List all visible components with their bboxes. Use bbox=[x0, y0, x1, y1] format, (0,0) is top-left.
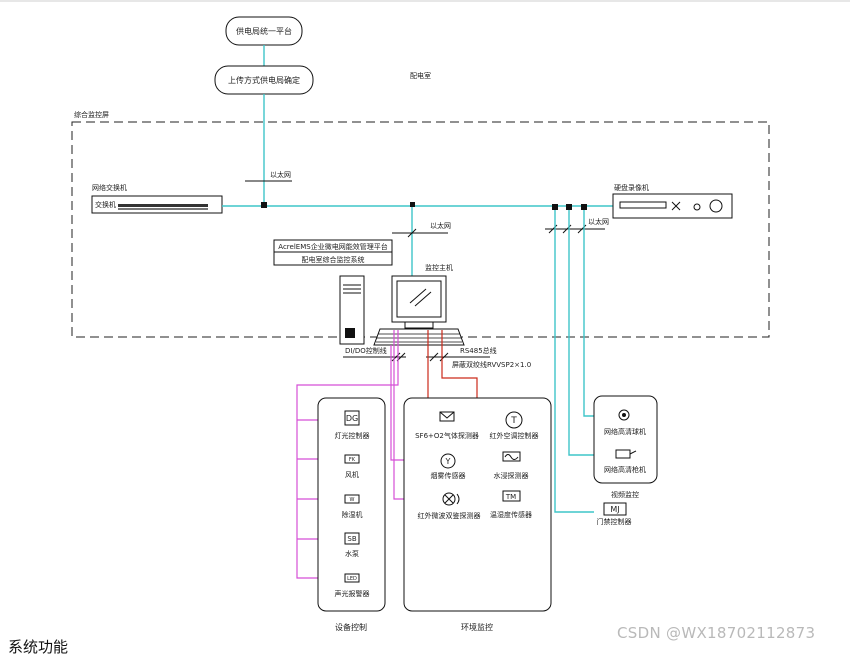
water-pump-icon: SB bbox=[347, 535, 356, 543]
rs485-label: RS485总线 bbox=[460, 346, 497, 355]
host-title: 监控主机 bbox=[425, 263, 453, 272]
access-controller-icon: MJ bbox=[610, 505, 619, 514]
switch-name: 交换机 bbox=[95, 200, 116, 209]
nvr-device bbox=[612, 193, 733, 219]
water-pump-label: 水泵 bbox=[345, 549, 359, 558]
environment-monitoring-title: 环境监控 bbox=[461, 622, 493, 632]
fan-label: 风机 bbox=[345, 470, 359, 479]
sound-light-alarm-label: 声光报警器 bbox=[335, 589, 370, 598]
ir-label: 红外微波双鉴探测器 bbox=[418, 511, 481, 520]
csdn-watermark: CSDN @WX18702112873 bbox=[617, 624, 816, 642]
bullet-camera-icon bbox=[615, 449, 631, 459]
th-label: 温湿度传感器 bbox=[490, 510, 532, 519]
smoke-label: 烟雾传感器 bbox=[431, 471, 466, 480]
light-controller-icon: DG bbox=[346, 414, 358, 423]
monitor-screen-label: 综合监控屏 bbox=[74, 110, 109, 119]
equipment-control-frame bbox=[317, 397, 386, 612]
section-heading-partial: 系统功能 bbox=[8, 638, 69, 656]
ethernet-label-1: 以太网 bbox=[270, 170, 291, 179]
monitor-icon bbox=[391, 275, 447, 329]
dehumidifier: W 除湿机 bbox=[342, 494, 363, 519]
light-controller-label: 灯光控制器 bbox=[335, 431, 370, 440]
sf6-label: SF6+O2气体探测器 bbox=[415, 431, 479, 440]
sound-light-alarm: LED 声光报警器 bbox=[335, 573, 370, 598]
upload-method-label: 上传方式供电局确定 bbox=[228, 75, 300, 85]
water-pump: SB 水泵 bbox=[344, 532, 360, 558]
environment-monitoring-frame bbox=[403, 397, 552, 612]
dehumidifier-label: 除湿机 bbox=[342, 510, 363, 519]
cable-label: 屏蔽双绞线RVVSP2×1.0 bbox=[452, 360, 531, 369]
computer-tower-icon bbox=[339, 275, 365, 345]
water-label: 水浸探测器 bbox=[494, 471, 529, 480]
nvr-title: 硬盘录像机 bbox=[614, 183, 649, 192]
dido-label: DI/DO控制线 bbox=[345, 346, 387, 355]
fan-icon: FK bbox=[349, 457, 356, 463]
envelope-icon bbox=[439, 411, 455, 422]
smoke-sensor: Y 烟雾传感器 bbox=[431, 453, 466, 480]
infrared-microwave-detector: 红外微波双鉴探测器 bbox=[418, 492, 481, 520]
keyboard-icon bbox=[373, 328, 465, 346]
room-label: 配电室 bbox=[410, 71, 431, 80]
ethernet-label-2: 以太网 bbox=[430, 221, 451, 230]
ethernet-label-3: 以太网 bbox=[588, 217, 609, 226]
temp-humidity-sensor: TM 温湿度传感器 bbox=[490, 490, 532, 519]
th-icon: TM bbox=[505, 493, 516, 501]
sound-light-alarm-icon: LED bbox=[347, 576, 357, 582]
access-controller-label: 门禁控制器 bbox=[597, 517, 632, 526]
infrared-ac-controller: T 红外空调控制器 bbox=[490, 411, 539, 440]
smoke-icon: Y bbox=[445, 457, 451, 466]
platform-name-line2: 配电室综合监控系统 bbox=[302, 255, 365, 264]
dehumidifier-icon: W bbox=[350, 497, 355, 503]
video-monitoring-title: 视频监控 bbox=[611, 490, 639, 499]
ac-icon: T bbox=[510, 416, 517, 426]
video-monitoring-frame bbox=[593, 395, 658, 484]
fan: FK 风机 bbox=[344, 454, 360, 479]
water-immersion-detector: 水浸探测器 bbox=[494, 451, 529, 480]
sf6-gas-detector: SF6+O2气体探测器 bbox=[415, 411, 479, 440]
access-controller: MJ 门禁控制器 bbox=[597, 502, 632, 526]
platform-label: 供电局统一平台 bbox=[236, 26, 292, 36]
dome-camera-label: 网络高清球机 bbox=[604, 427, 646, 436]
bullet-camera: 网络高清枪机 bbox=[604, 449, 646, 474]
equipment-control-title: 设备控制 bbox=[335, 622, 367, 632]
switch-title: 网络交换机 bbox=[92, 183, 127, 192]
ac-label: 红外空调控制器 bbox=[490, 431, 539, 440]
platform-name-line1: AcrelEMS企业微电网能效管理平台 bbox=[278, 242, 387, 251]
bullet-camera-label: 网络高清枪机 bbox=[604, 465, 646, 474]
switch-ports-icon bbox=[118, 204, 208, 210]
dome-camera: 网络高清球机 bbox=[604, 409, 646, 436]
wave-icon bbox=[502, 451, 521, 462]
light-controller: DG 灯光控制器 bbox=[335, 410, 370, 440]
